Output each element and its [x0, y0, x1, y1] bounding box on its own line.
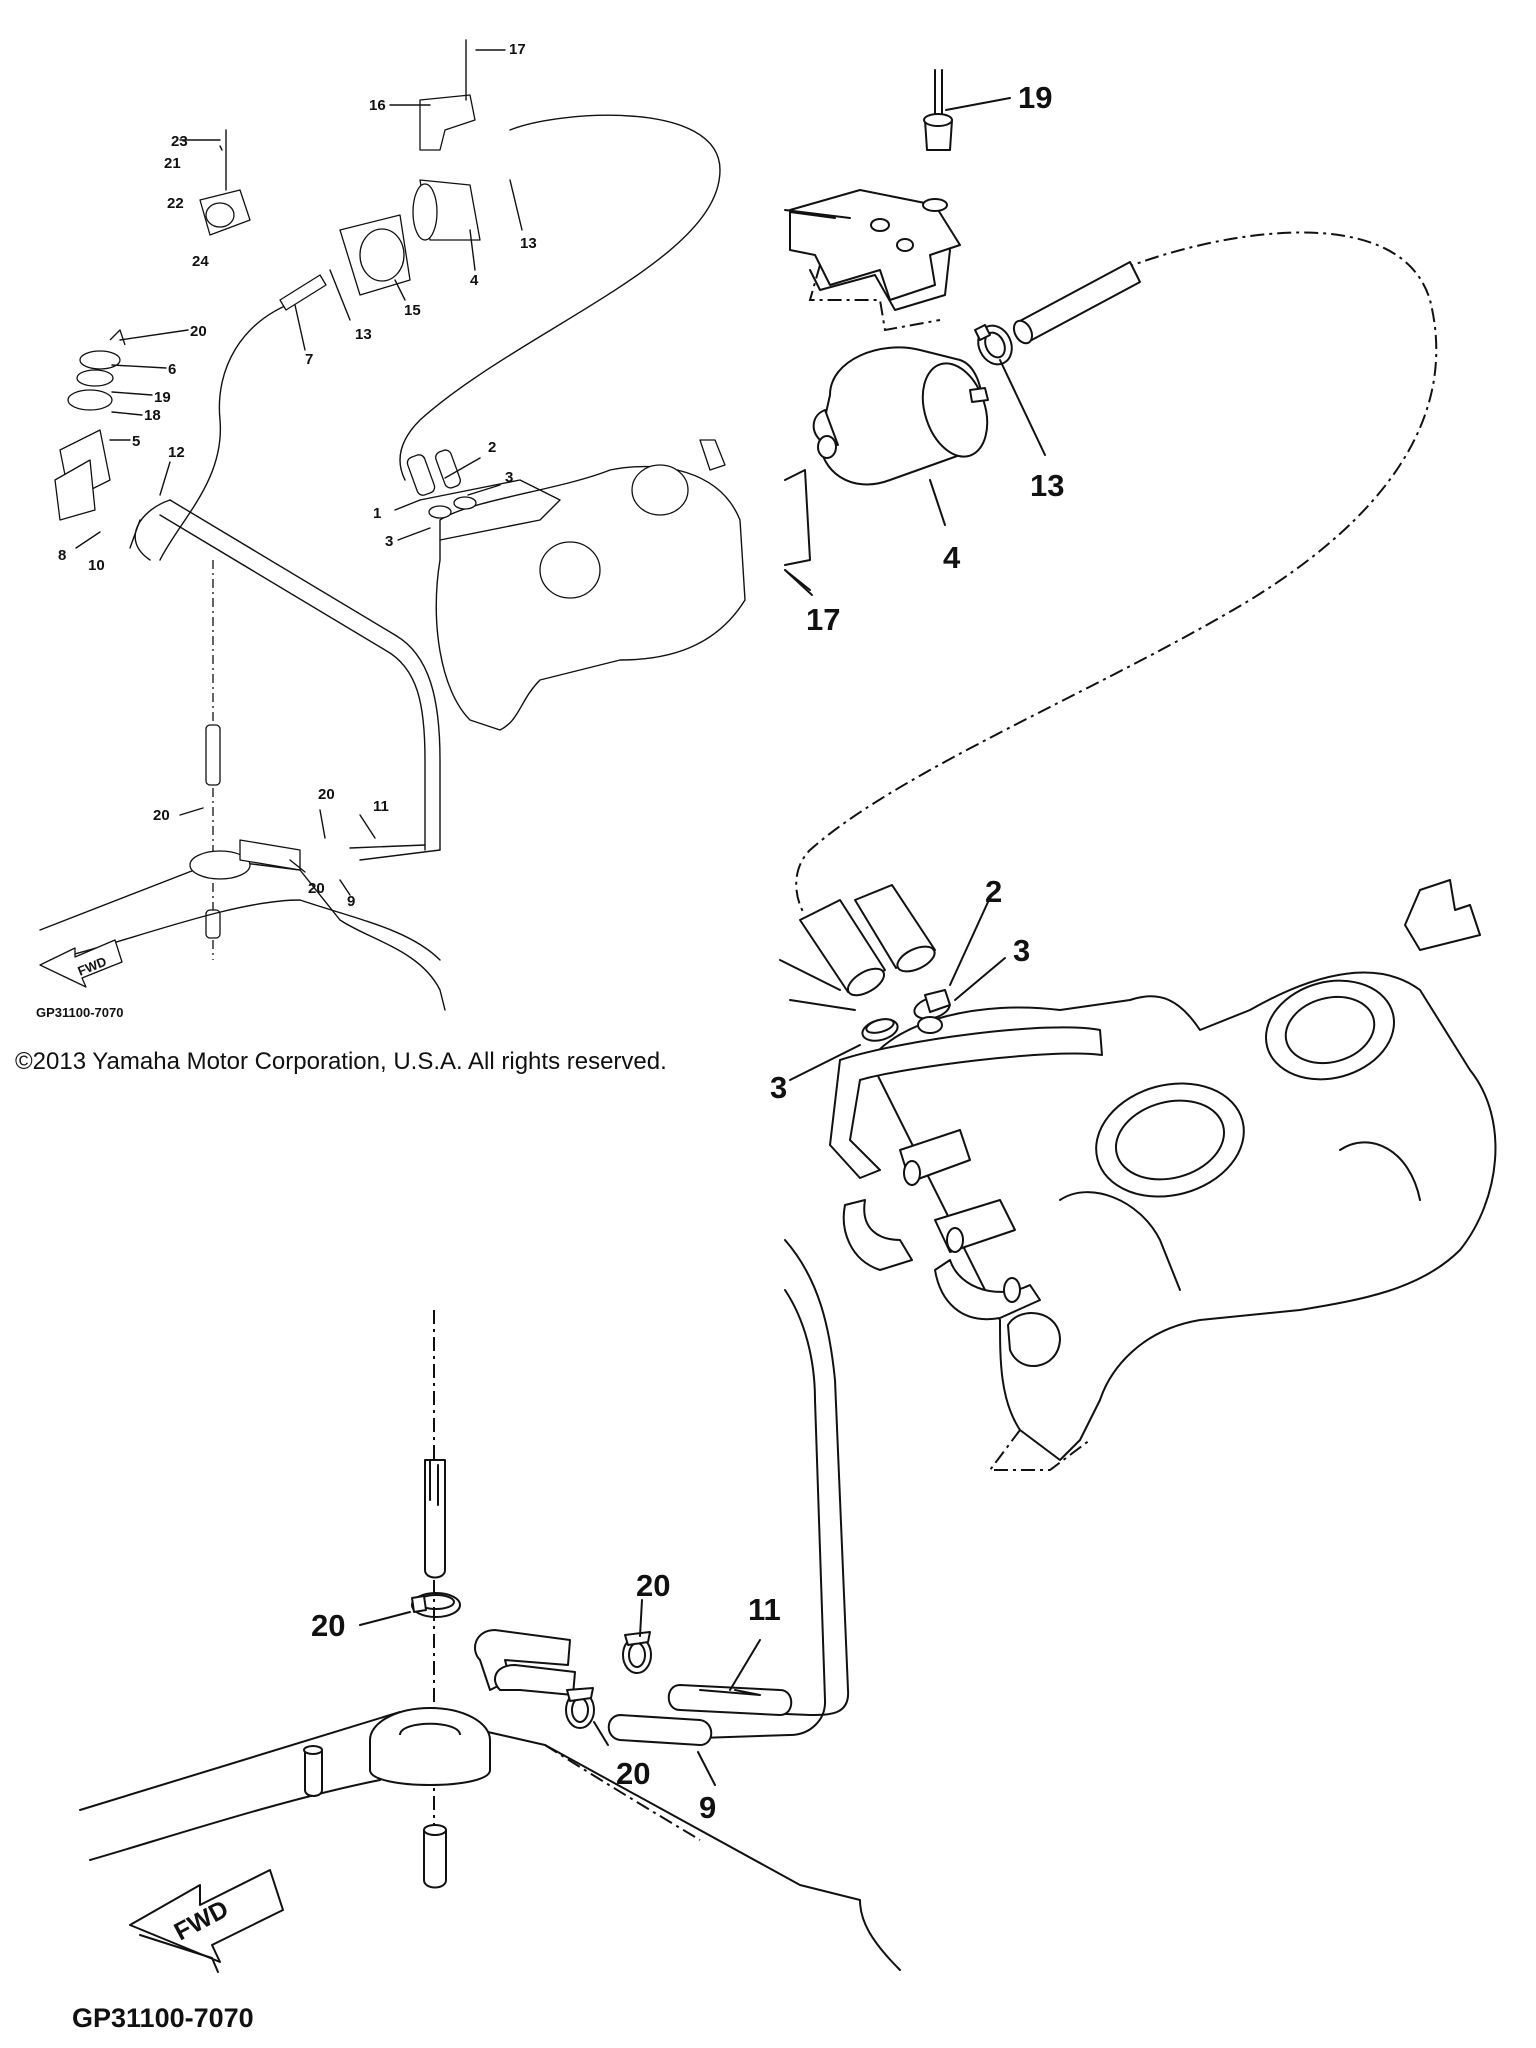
callout-22-small: 22	[167, 195, 184, 212]
callout-14-small: 18	[144, 407, 161, 424]
callout-23-small: 23	[171, 133, 188, 150]
diagram-code-small: GP31100-7070	[36, 1005, 123, 1020]
callout-18-small: 16	[369, 97, 386, 114]
callout-3-small-a: 3	[505, 469, 513, 486]
callout-17: 17	[806, 602, 840, 637]
callout-24-small: 24	[192, 253, 209, 270]
callout-3-small-b: 3	[385, 533, 393, 550]
callout-20-b: 20	[311, 1608, 345, 1643]
copyright-notice: ©2013 Yamaha Motor Corporation, U.S.A. A…	[13, 1048, 669, 1076]
overview-callouts: 17 16 23 21 22 24 13 4 15 13 7 20 6 19 1…	[36, 41, 537, 1020]
callout-19: 19	[1018, 80, 1052, 115]
callout-15-small: 19	[154, 389, 171, 406]
callout-16-small: 20	[190, 323, 207, 340]
callout-4: 4	[943, 540, 961, 575]
callout-6-small: 6	[168, 361, 176, 378]
callout-19-small: 17	[509, 41, 526, 58]
callout-11-small: 11	[373, 798, 389, 815]
callout-10-small: 10	[88, 557, 105, 574]
callout-20-small-c: 20	[308, 880, 325, 897]
callout-8-small: 8	[58, 547, 66, 564]
zoom-diagram: FWD	[79, 69, 1497, 1973]
callout-11: 11	[748, 1592, 781, 1627]
callout-20-small-b: 20	[318, 786, 335, 803]
callout-12-small: 12	[168, 444, 185, 461]
callout-5-small: 5	[132, 433, 140, 450]
callout-13: 13	[1030, 468, 1064, 503]
callout-3-b: 3	[770, 1070, 787, 1105]
callout-13-small-b: 13	[355, 326, 372, 343]
callout-20-a: 20	[636, 1568, 670, 1603]
callout-2: 2	[985, 874, 1002, 909]
callout-4-small: 4	[470, 272, 479, 289]
callout-9-small: 9	[347, 893, 355, 910]
diagram-code: GP31100-7070	[72, 2003, 254, 2033]
zoom-callouts: 19 13 4 17 2 3 3 20 11 20 20 9 GP31100-7…	[72, 80, 1064, 2033]
callout-20-small-a: 20	[153, 807, 170, 824]
callout-20-c: 20	[616, 1756, 650, 1791]
overview-diagram: FWD	[39, 39, 746, 1011]
callout-2-small: 2	[488, 439, 496, 456]
callout-9: 9	[699, 1790, 716, 1825]
callout-13-small-a: 13	[520, 235, 537, 252]
callout-21-small: 21	[164, 155, 181, 172]
callout-7-small: 7	[305, 351, 313, 368]
callout-1-small: 1	[373, 505, 381, 522]
callout-3-a: 3	[1013, 933, 1030, 968]
callout-17-small: 15	[404, 302, 421, 319]
